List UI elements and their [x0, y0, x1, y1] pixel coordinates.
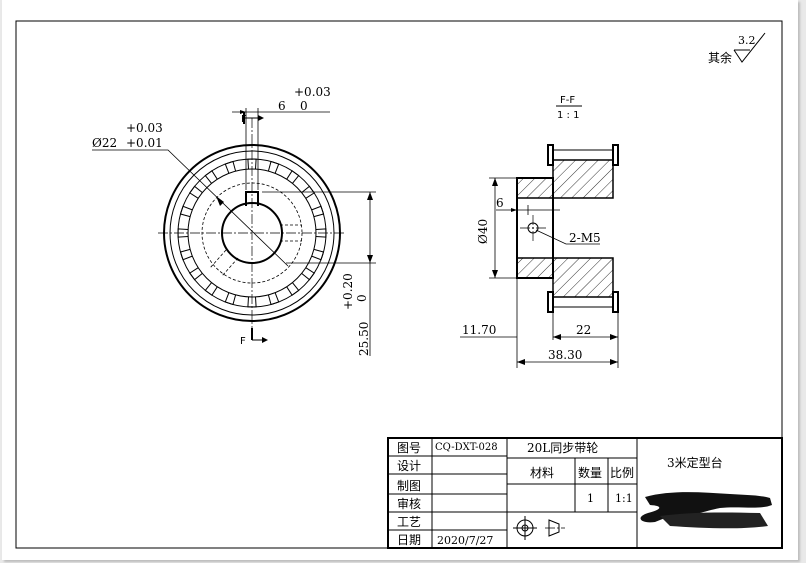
- roughness-value: 3.2: [738, 34, 756, 47]
- title-block: 图号 CQ-DXT-028 20L同步带轮 设计 材料 数量 比例 制图 1 1…: [387, 437, 783, 549]
- tb-label-design: 设计: [397, 459, 421, 473]
- tooth-slot: [189, 267, 203, 281]
- roughness-note: 其余: [708, 50, 732, 65]
- tooth-slot: [286, 282, 300, 296]
- tb-label-draw: 制图: [397, 479, 421, 493]
- key-depth-tol-lower: 0: [355, 294, 369, 302]
- bore-tol-upper: +0.03: [126, 121, 163, 135]
- section-title: F-F: [560, 95, 575, 106]
- tooth-slot: [301, 185, 315, 199]
- tooth-slot: [267, 160, 280, 174]
- hub-dia-label: Ø40: [476, 219, 490, 244]
- tb-label-material: 材料: [530, 466, 554, 480]
- key-tol-upper: +0.03: [294, 85, 331, 99]
- cut-label-top: F: [241, 114, 247, 125]
- tooth-slot: [311, 248, 325, 261]
- tb-date: 2020/7/27: [437, 534, 493, 547]
- hub-length-label: 11.70: [462, 323, 496, 337]
- tooth-width-label: 22: [576, 323, 591, 337]
- section-scale: 1 : 1: [557, 110, 579, 121]
- lower-section-hatch: [516, 257, 614, 298]
- tb-label-process: 工艺: [397, 515, 421, 529]
- tb-scale: 1:1: [615, 492, 633, 505]
- tb-label-qty: 数量: [578, 465, 602, 480]
- total-length-label: 38.30: [548, 348, 582, 362]
- tooth-slot: [224, 292, 237, 306]
- section-view: F-F 1 : 1 Ø40 6 2-M5: [460, 95, 619, 368]
- tooth-slot: [286, 170, 300, 184]
- tooth-slot: [179, 205, 193, 218]
- key-depth-label: 25.50: [357, 322, 371, 356]
- tb-drawing-no: CQ-DXT-028: [435, 442, 498, 453]
- tb-label-drawing-no: 图号: [397, 441, 421, 455]
- cut-label-bottom: F: [240, 336, 246, 347]
- tb-part-name: 20L同步带轮: [527, 441, 598, 455]
- upper-section-hatch: [516, 159, 614, 199]
- bore-dia-label: Ø22: [92, 136, 117, 150]
- tooth-slot: [311, 205, 325, 218]
- redacted-company-mark: [640, 492, 772, 529]
- setscrew-spec-label: 2-M5: [569, 231, 601, 245]
- key-depth-tol-upper: +0.20: [341, 273, 355, 310]
- bore-leader: [92, 149, 289, 267]
- tooth-slot: [179, 248, 193, 261]
- tooth-slot: [267, 292, 280, 306]
- tooth-slot: [301, 267, 315, 281]
- tb-label-date: 日期: [397, 533, 421, 547]
- tb-label-scale: 比例: [610, 466, 634, 480]
- key-tol-lower: 0: [300, 99, 308, 113]
- tooth-slot: [224, 160, 237, 174]
- tooth-slot: [204, 282, 218, 296]
- tooth-slot: [189, 185, 203, 199]
- setscrew-offset-label: 6: [496, 196, 504, 210]
- tooth-slot: [204, 170, 218, 184]
- surface-roughness-symbol: 3.2 其余: [708, 32, 766, 65]
- tb-label-check: 审核: [397, 496, 421, 511]
- key-width-label: 6: [278, 99, 286, 113]
- bore-tol-lower: +0.01: [126, 136, 163, 150]
- projection-symbol: [513, 516, 565, 540]
- tb-project: 3米定型台: [667, 455, 723, 470]
- front-view: F F Ø22 +0.03 +0.01 6 0 +0.03 25.50 +0.2…: [92, 85, 376, 356]
- tb-qty: 1: [587, 492, 594, 505]
